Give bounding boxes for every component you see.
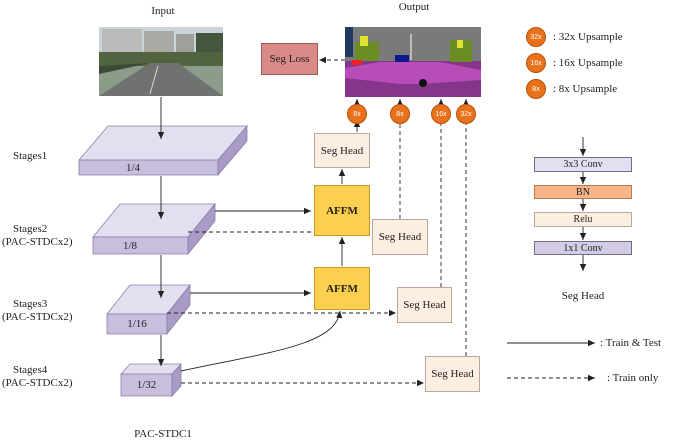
upsample-badge-8x-aux: 8x <box>390 104 410 124</box>
legend-badge-16x: 16x <box>526 53 546 73</box>
stage1-block <box>78 124 248 177</box>
stage1-label: Stages1 <box>13 150 48 162</box>
output-title: Output <box>398 1 430 13</box>
upsample-badge-32x: 32x <box>456 104 476 124</box>
stage4-sub: (PAC-STDCx2) <box>2 377 73 389</box>
stage3-sub: (PAC-STDCx2) <box>2 311 73 323</box>
legend-label-8x: : 8x Upsample <box>553 83 618 95</box>
stage3-label: Stages3 <box>13 298 48 310</box>
model-name: PAC-STDC1 <box>134 428 192 440</box>
upsample-badge-16x: 16x <box>431 104 451 124</box>
stage2-block <box>92 202 216 256</box>
legend-conv1x1: 1x1 Conv <box>534 241 632 255</box>
legend-train-only: : Train only <box>607 372 659 384</box>
seg-loss-block: Seg Loss <box>261 43 318 75</box>
legend-bn: BN <box>534 185 632 199</box>
legend-seghead-caption: Seg Head <box>561 290 605 302</box>
seg-head-stage4: Seg Head <box>425 356 480 392</box>
legend-train-test: : Train & Test <box>600 337 662 349</box>
train-only-connections <box>167 56 467 387</box>
stage4-block <box>120 362 182 398</box>
seg-head-main: Seg Head <box>314 133 370 168</box>
stage4-label: Stages4 <box>13 364 48 376</box>
output-segmentation <box>345 27 481 97</box>
stage1-ratio: 1/4 <box>125 161 141 174</box>
affm-lower: AFFM <box>314 267 370 310</box>
stage4-ratio: 1/32 <box>136 379 157 391</box>
stage3-ratio: 1/16 <box>127 318 147 330</box>
legend-badge-8x: 8x <box>526 79 546 99</box>
stage2-ratio: 1/8 <box>122 239 138 252</box>
upsample-badge-8x-main: 8x <box>347 104 367 124</box>
input-title: Input <box>151 5 175 17</box>
legend-label-16x: : 16x Upsample <box>553 57 623 69</box>
stage2-label: Stages2 <box>13 223 48 235</box>
legend-relu: Relu <box>534 212 632 227</box>
legend-badge-32x: 32x <box>526 27 546 47</box>
stage3-block <box>106 283 191 336</box>
seg-head-stage2: Seg Head <box>372 219 428 255</box>
seg-head-stage3: Seg Head <box>397 287 452 323</box>
legend-conv3x3: 3x3 Conv <box>534 157 632 172</box>
stage2-sub: (PAC-STDCx2) <box>2 236 73 248</box>
train-test-connections <box>180 99 470 372</box>
input-image <box>99 27 223 96</box>
legend-label-32x: : 32x Upsample <box>553 31 623 43</box>
affm-upper: AFFM <box>314 185 370 236</box>
